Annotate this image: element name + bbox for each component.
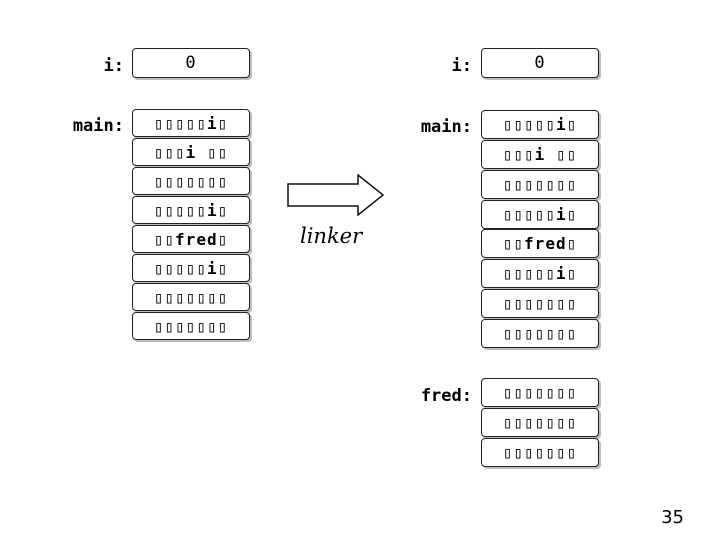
right-i-cell: 0 — [481, 48, 599, 78]
right-fred-cell: ▯▯▯▯▯▯▯ — [481, 438, 599, 467]
left-main-cell: ▯▯▯▯▯▯▯ — [132, 283, 250, 311]
right-main-cell: ▯▯▯▯▯▯▯ — [481, 289, 599, 318]
page-number: 35 — [661, 507, 684, 528]
left-main-cell: ▯▯▯▯▯i▯ — [132, 254, 250, 282]
arrow-caption: linker — [300, 224, 363, 248]
left-main-cell: ▯▯▯i ▯▯ — [132, 138, 250, 166]
right-main-cell: ▯▯▯▯▯▯▯ — [481, 170, 599, 199]
left-main-cell: ▯▯▯▯▯▯▯ — [132, 312, 250, 340]
right-fred-cell: ▯▯▯▯▯▯▯ — [481, 378, 599, 407]
left-main-cell: ▯▯▯▯▯i▯ — [132, 109, 250, 137]
right-i-label: i: — [451, 56, 472, 76]
right-fred-cell: ▯▯▯▯▯▯▯ — [481, 408, 599, 437]
left-main-cell: ▯▯▯▯▯i▯ — [132, 196, 250, 224]
right-main-cell: ▯▯▯i ▯▯ — [481, 140, 599, 169]
left-main-label: main: — [72, 116, 124, 136]
left-i-label: i: — [103, 56, 124, 76]
left-main-cell: ▯▯fred▯ — [132, 225, 250, 253]
right-main-cell: ▯▯▯▯▯i▯ — [481, 110, 599, 139]
right-main-cell: ▯▯fred▯ — [481, 229, 599, 258]
right-fred-label: fred: — [420, 386, 472, 406]
right-arrow-icon — [287, 174, 385, 216]
right-main-label: main: — [420, 117, 472, 137]
right-main-cell: ▯▯▯▯▯i▯ — [481, 200, 599, 229]
right-main-cell: ▯▯▯▯▯i▯ — [481, 259, 599, 288]
left-main-cell: ▯▯▯▯▯▯▯ — [132, 167, 250, 195]
right-main-cell: ▯▯▯▯▯▯▯ — [481, 319, 599, 348]
left-i-cell: 0 — [132, 48, 250, 78]
